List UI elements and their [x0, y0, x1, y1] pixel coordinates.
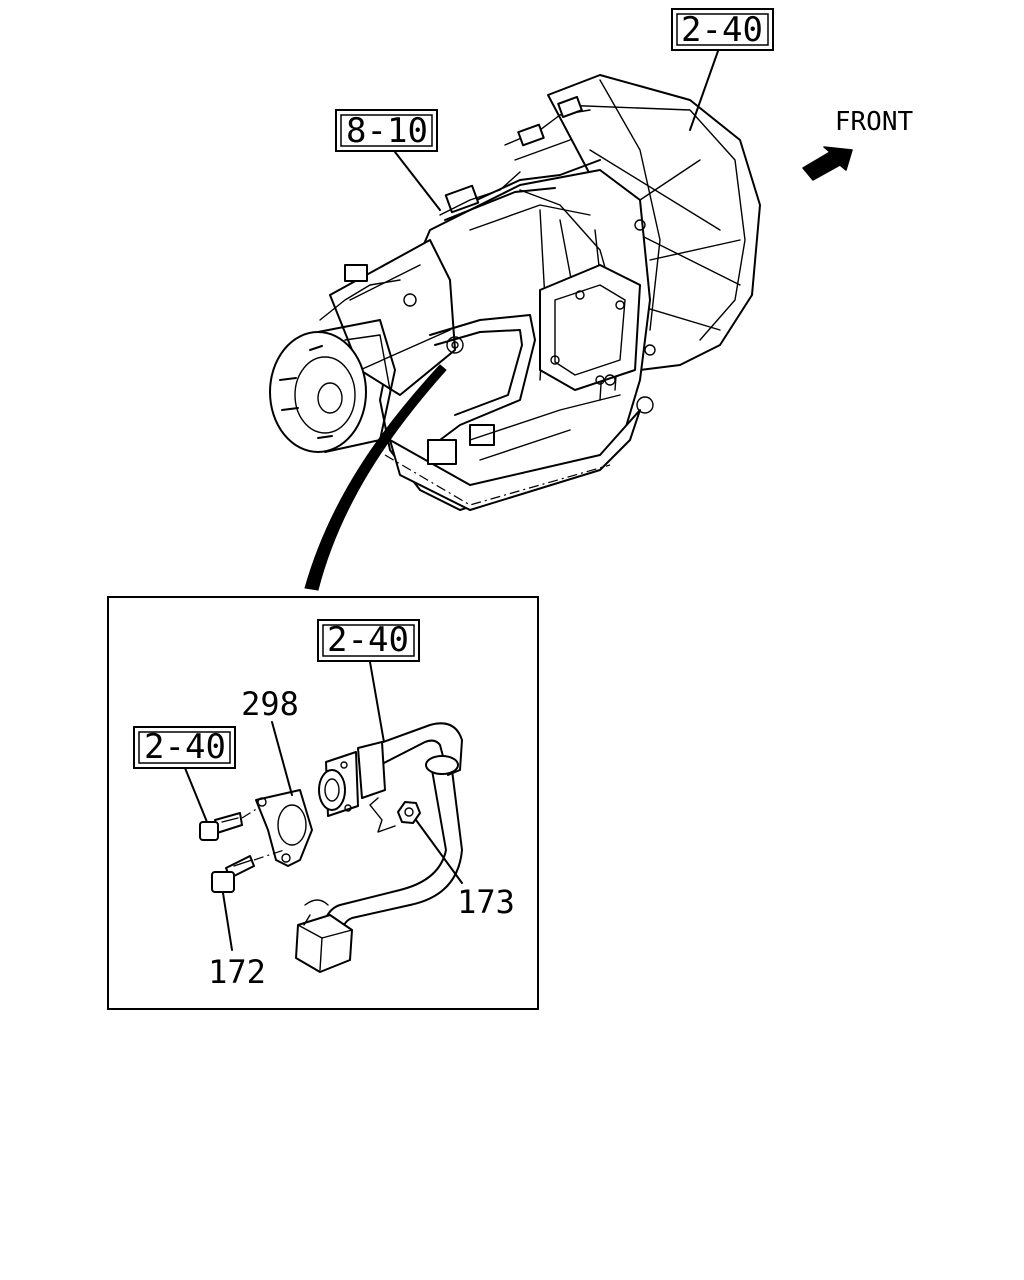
- ref-label-hose: 2-40: [327, 620, 409, 660]
- part-leader-flange: [271, 721, 293, 796]
- part-leader-bolt: [222, 892, 233, 951]
- front-label: FRONT: [835, 107, 914, 137]
- ref-box-bellhousing: 2-40: [671, 8, 774, 51]
- ref-leader-bolt: [184, 767, 208, 823]
- ref-leader-wiring: [394, 151, 441, 211]
- flange-gasket: [255, 789, 313, 867]
- flange-bolt-upper: [199, 807, 259, 841]
- ref-leader-hose: [369, 661, 386, 749]
- detail-box: [107, 596, 539, 1010]
- hose-nut: [369, 797, 421, 833]
- part-leader-nut: [415, 819, 463, 884]
- part-label-bolt: 172: [208, 953, 266, 991]
- detail-callout-leader: [304, 364, 447, 591]
- flange-bolt-lower: [211, 849, 285, 893]
- part-label-flange: 298: [241, 685, 299, 723]
- ref-box-bolt: 2-40: [133, 726, 236, 769]
- ref-box-wiring: 8-10: [335, 109, 438, 152]
- oil-hose: [295, 722, 463, 973]
- part-label-nut: 173: [457, 883, 515, 921]
- ref-box-hose: 2-40: [317, 619, 420, 662]
- ref-leader-bellhousing: [689, 50, 719, 131]
- ref-label-bolt: 2-40: [144, 727, 226, 767]
- hose-fitting: [318, 741, 386, 817]
- ref-label-bellhousing: 2-40: [681, 10, 763, 50]
- ref-label-wiring: 8-10: [346, 111, 428, 151]
- transmission-assembly: [269, 74, 761, 511]
- arrow-icon: [802, 146, 853, 181]
